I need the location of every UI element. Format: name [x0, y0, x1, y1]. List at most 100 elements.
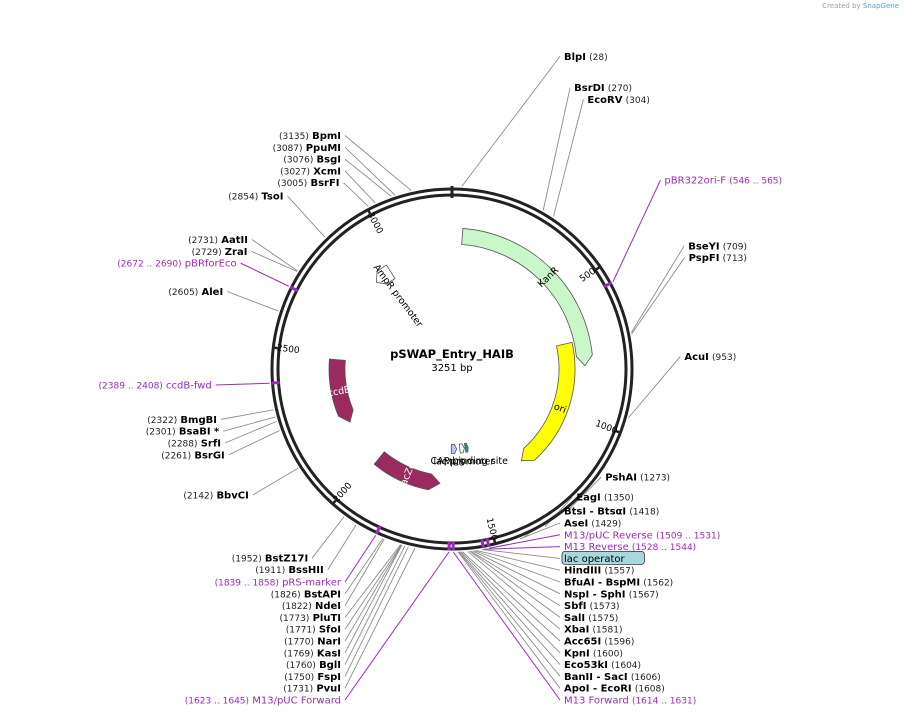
label-pos-xcmi: (3027) — [280, 167, 310, 177]
label-pos-fspi: (1750) — [284, 673, 314, 683]
label-name-acui: AcuI — [684, 352, 709, 363]
label-name-nari: NarI — [317, 637, 341, 648]
leader-bseyi — [630, 245, 685, 333]
label-acui: AcuI (953) — [684, 352, 736, 363]
leader-bsrdi — [542, 87, 571, 211]
tick-label-1500: 1500 — [484, 517, 499, 542]
feature-label-cap-binding-site: CAP binding site — [431, 456, 509, 467]
feature-label-lac-promoter: lac promoter — [433, 457, 494, 468]
label-nspi-sphi: NspI - SphI (1567) — [564, 589, 659, 600]
label-eagi: EagI (1350) — [576, 493, 634, 504]
label-bbvci: (2142) BbvCI — [183, 490, 248, 501]
label-apoi-ecori: ApoI - EcoRI (1608) — [564, 684, 665, 695]
feature-label-mcs: MCS — [444, 457, 465, 468]
label-pos-btsi-bts-i: (1418) — [629, 508, 659, 518]
label-name-bsabi: BsaBI * — [179, 427, 220, 438]
label-lac-operator: lac operator — [564, 554, 625, 565]
leader-m13-forward — [452, 551, 561, 701]
label-name-banii-saci: BanII - SacI — [564, 672, 628, 683]
label-pbrforeco: (2672 .. 2690) pBRforEco — [117, 259, 236, 270]
primer-tick-pbr322ori-f — [603, 281, 612, 288]
leader-bsrfi — [343, 182, 369, 207]
feature-ccdb — [328, 358, 354, 423]
leader-ecorv — [553, 99, 584, 217]
leader-blpi — [461, 56, 561, 187]
label-sfoi: (1771) SfoI — [286, 625, 341, 636]
leader-xcmi — [344, 170, 376, 204]
label-pos-aatii: (2731) — [188, 236, 218, 246]
leader-zrai — [251, 250, 298, 272]
label-pos-bbvci: (2142) — [183, 491, 213, 501]
leader-kpni — [460, 551, 561, 654]
label-pbr322ori-f: pBR322ori-F (546 .. 565) — [664, 176, 782, 187]
label-pos-nspi-sphi: (1567) — [629, 590, 659, 600]
leader-m13-puc-reverse — [488, 534, 561, 549]
label-tsoi: (2854) TsoI — [228, 191, 283, 202]
feature-label-ccdb: ccdB — [327, 384, 352, 399]
label-pos-bsrgi: (2261) — [161, 451, 191, 461]
label-btsi-bts-i: BtsI - BtsαI (1418) — [564, 507, 659, 518]
leader-hindiii — [476, 549, 561, 571]
feature-label-ampr-promoter: AmpR promoter — [371, 262, 425, 329]
label-pos-bsgi: (3076) — [283, 156, 313, 166]
label-pos-bstapi: (1826) — [271, 590, 301, 600]
label-pos-bsrdi: (270) — [608, 84, 632, 94]
leader-tsoi — [287, 195, 326, 238]
label-name-xcmi: XcmI — [313, 166, 341, 177]
label-name-pluti: PluTI — [313, 613, 341, 624]
label-xcmi: (3027) XcmI — [280, 166, 341, 177]
label-name-bgli: BglI — [319, 660, 341, 671]
label-pos-asei: (1429) — [591, 520, 621, 530]
label-name-m13-forward: M13 Forward — [564, 696, 629, 707]
label-kasi: (1769) KasI — [284, 648, 341, 659]
label-m13-puc-reverse: M13/pUC Reverse (1509 .. 1531) — [564, 530, 720, 541]
leader-bfuai-bspmi — [474, 550, 561, 583]
feature-ampr-promoter — [376, 264, 396, 285]
label-pos-bpmi: (3135) — [279, 132, 309, 142]
label-name-pbrforeco: pBRforEco — [185, 259, 237, 270]
leader-pluti — [344, 544, 401, 618]
leader-bmgbi — [220, 409, 274, 420]
label-pos-banii-saci: (1606) — [631, 673, 661, 683]
leader-fspi — [344, 546, 409, 677]
label-pos-eagi: (1350) — [604, 494, 634, 504]
label-pos-bsrfi: (3005) — [277, 179, 307, 189]
label-pos-bgli: (1760) — [286, 661, 316, 671]
label-bseyi: BseYI (709) — [688, 241, 747, 252]
label-name-acc65i: Acc65I — [564, 637, 601, 648]
label-pshai: PshAI (1273) — [605, 473, 670, 484]
label-name-m13-puc-forward: M13/pUC Forward — [252, 696, 341, 707]
label-bsshii: (1911) BssHII — [255, 565, 323, 576]
label-name-sali: SalI — [564, 613, 585, 624]
leader-sali — [469, 550, 561, 618]
leader-bsshii — [327, 524, 357, 570]
leader-sbfi — [470, 550, 561, 606]
label-name-kpni: KpnI — [564, 648, 590, 659]
leader-asei — [519, 522, 561, 540]
tick-500 — [593, 265, 602, 272]
label-name-bsrfi: BsrFI — [310, 178, 339, 189]
label-name-nspi-sphi: NspI - SphI — [564, 589, 626, 600]
label-pos-ndei: (1822) — [282, 602, 312, 612]
label-name-pbr322ori-f: pBR322ori-F — [664, 176, 726, 187]
label-name-m13-reverse: M13 Reverse — [564, 542, 629, 553]
label-sali: SalI (1575) — [564, 613, 618, 624]
label-pos-bfuai-bspmi: (1562) — [643, 579, 673, 589]
label-pvui: (1731) PvuI — [283, 684, 341, 695]
label-pos-apoi-ecori: (1608) — [635, 685, 665, 695]
label-pos-pbr322ori-f: (546 .. 565) — [729, 177, 782, 187]
primer-tick-m13-puc-reverse — [485, 538, 491, 547]
feature-lac-promoter — [458, 443, 465, 454]
label-bmgbi: (2322) BmgBI — [147, 415, 217, 426]
leader-apoi-ecori — [457, 551, 561, 689]
label-name-eco53ki: Eco53kI — [564, 660, 608, 671]
label-name-xbai: XbaI — [564, 625, 589, 636]
feature-ori — [520, 341, 576, 462]
leader-bsabi — [223, 416, 276, 432]
tick-label-1000: 1000 — [594, 419, 619, 437]
label-fspi: (1750) FspI — [284, 672, 341, 683]
label-name-ccdb-fwd: ccdB-fwd — [166, 380, 212, 391]
leader-pbr322ori-f — [612, 179, 661, 283]
label-name-bmgbi: BmgBI — [180, 415, 217, 426]
